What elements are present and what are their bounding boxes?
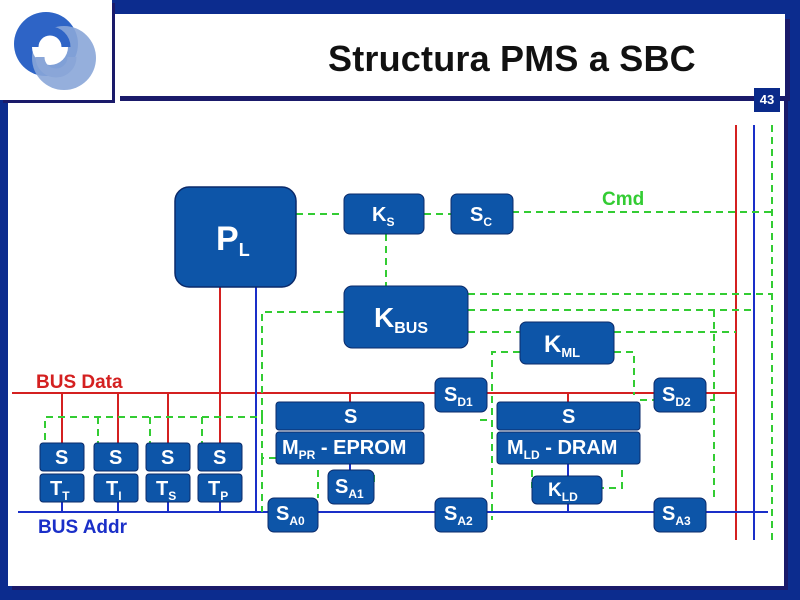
block-sa0: SA0 bbox=[267, 497, 319, 533]
svg-text:S: S bbox=[109, 447, 122, 469]
svg-text:SD2: SD2 bbox=[662, 384, 691, 409]
block-ts: TS bbox=[145, 473, 191, 503]
page-number-badge: 43 bbox=[754, 88, 780, 112]
svg-text:KML: KML bbox=[544, 331, 580, 360]
svg-text:PL: PL bbox=[216, 220, 250, 260]
svg-text:S: S bbox=[562, 406, 575, 428]
control-lines bbox=[44, 125, 773, 540]
block-dram-s: S bbox=[496, 401, 641, 431]
svg-text:KBUS: KBUS bbox=[374, 302, 428, 337]
svg-text:S: S bbox=[55, 447, 68, 469]
block-sa1: SA1 bbox=[327, 469, 375, 505]
svg-text:TS: TS bbox=[156, 478, 176, 503]
svg-text:TI: TI bbox=[106, 478, 122, 503]
svg-text:TT: TT bbox=[50, 478, 70, 503]
logo-icon bbox=[14, 12, 96, 90]
svg-text:TP: TP bbox=[208, 478, 228, 503]
block-sa3: SA3 bbox=[653, 497, 707, 533]
block-ti: TI bbox=[93, 473, 139, 503]
svg-text:SC: SC bbox=[470, 204, 492, 229]
logo-box bbox=[0, 0, 112, 100]
svg-text:SA1: SA1 bbox=[335, 476, 364, 501]
svg-text:S: S bbox=[213, 447, 226, 469]
svg-text:MLD - DRAM: MLD - DRAM bbox=[507, 437, 617, 462]
svg-text:MPR - EPROM: MPR - EPROM bbox=[282, 437, 406, 462]
svg-text:SD1: SD1 bbox=[444, 384, 473, 409]
slide-title: Structura PMS a SBC bbox=[328, 38, 696, 79]
block-sa2: SA2 bbox=[434, 497, 488, 533]
block-sd1: SD1 bbox=[434, 377, 488, 413]
block-sd2: SD2 bbox=[653, 377, 707, 413]
svg-text:S: S bbox=[161, 447, 174, 469]
block-kld: KLD bbox=[531, 475, 603, 505]
bus-addr-label: BUS Addr bbox=[38, 517, 128, 538]
block-dram: MLD - DRAM bbox=[496, 431, 641, 465]
svg-text:SA0: SA0 bbox=[276, 503, 305, 528]
block-kml: KML bbox=[519, 321, 615, 365]
block-s-tp: S bbox=[197, 442, 243, 472]
svg-text:SA3: SA3 bbox=[662, 503, 691, 528]
block-eprom-s: S bbox=[275, 401, 425, 431]
block-s-ts: S bbox=[145, 442, 191, 472]
addr-bus-lines bbox=[18, 125, 768, 540]
bus-data-label: BUS Data bbox=[36, 372, 123, 393]
svg-text:KS: KS bbox=[372, 204, 394, 229]
cmd-label: Cmd bbox=[602, 189, 644, 210]
svg-text:SA2: SA2 bbox=[444, 503, 473, 528]
block-tt: TT bbox=[39, 473, 85, 503]
svg-text:S: S bbox=[344, 406, 357, 428]
block-s-tt: S bbox=[39, 442, 85, 472]
block-ks: KS bbox=[343, 193, 425, 235]
svg-text:KLD: KLD bbox=[548, 480, 578, 504]
block-sc: SC bbox=[450, 193, 514, 235]
block-tp: TP bbox=[197, 473, 243, 503]
title-bar bbox=[115, 14, 785, 96]
block-pl: PL bbox=[174, 186, 297, 288]
block-kbus: KBUS bbox=[343, 285, 469, 349]
block-eprom: MPR - EPROM bbox=[275, 431, 425, 465]
block-s-ti: S bbox=[93, 442, 139, 472]
